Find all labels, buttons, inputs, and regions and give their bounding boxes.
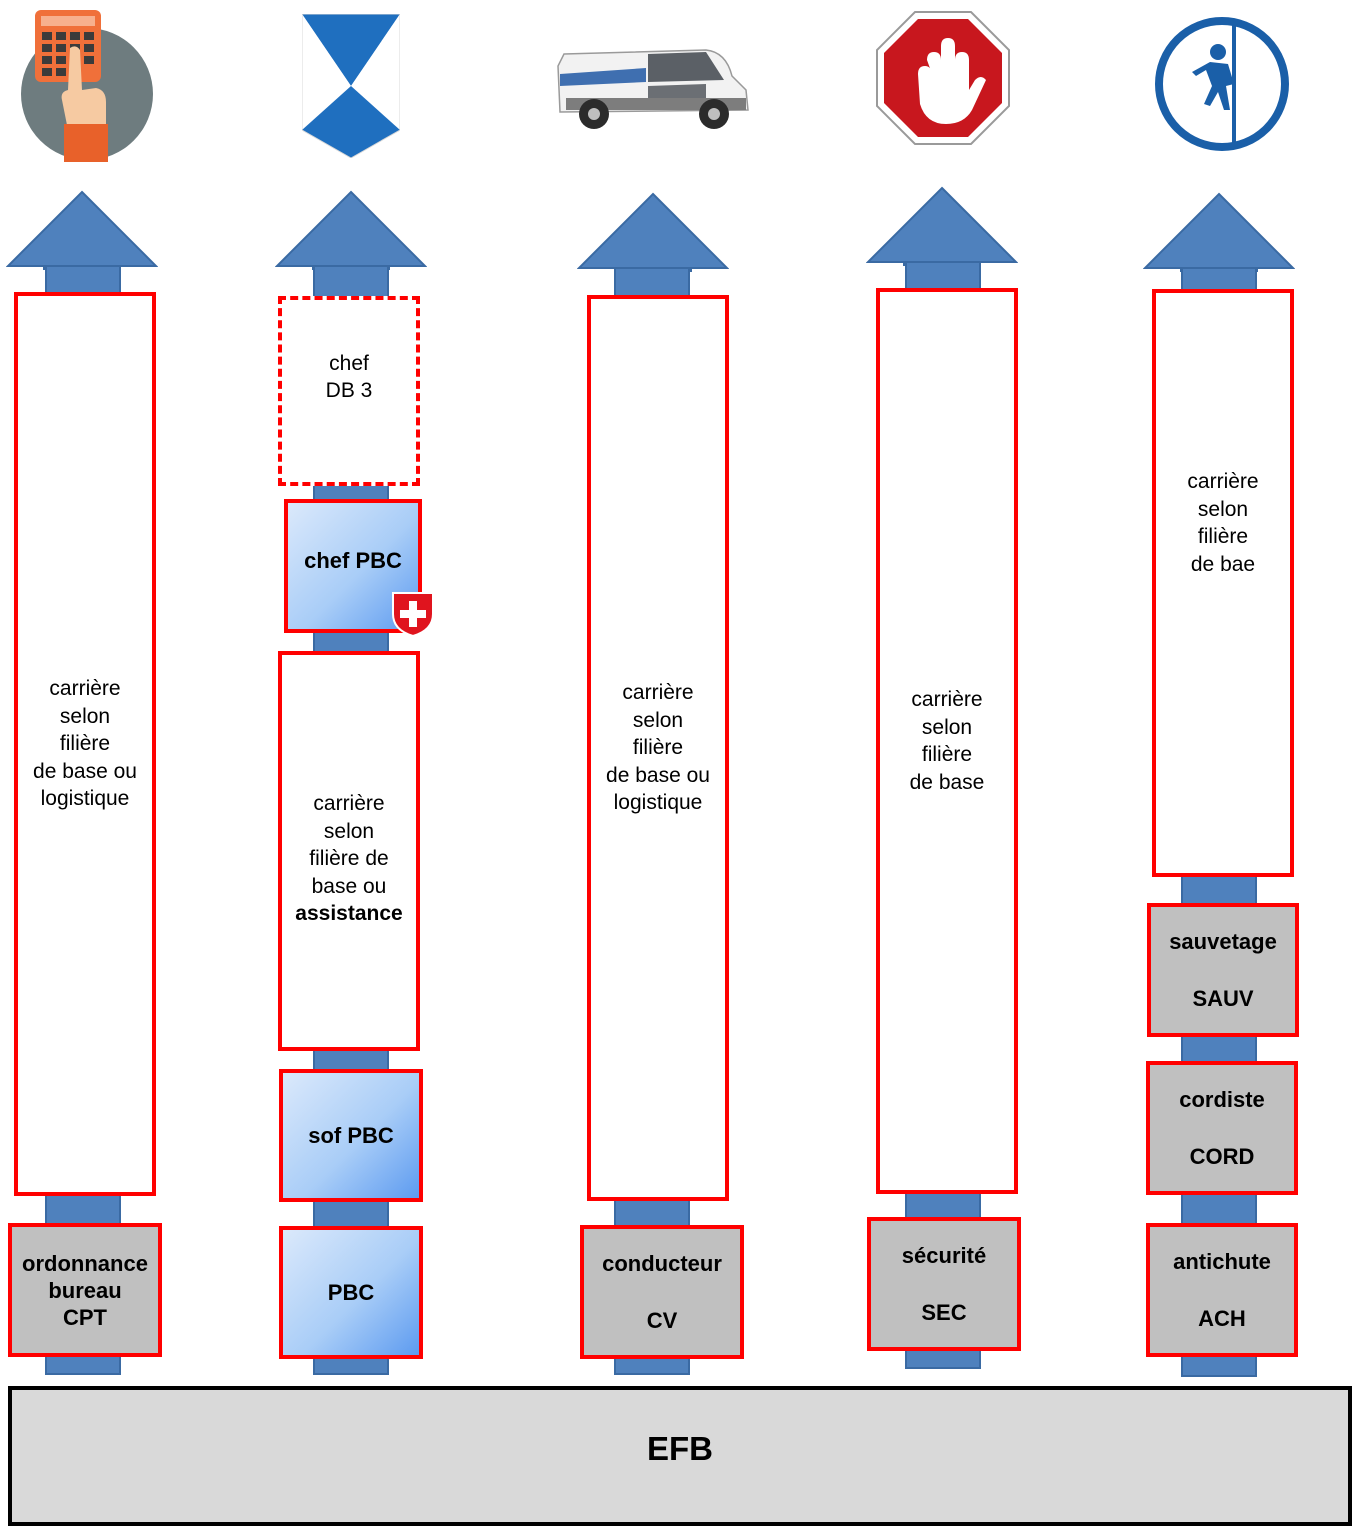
future-chef-db3-box: chef DB 3 — [278, 296, 420, 486]
career-label: carrière selon filière de base — [909, 688, 985, 794]
career-label: carrière selon filière de base ou logist… — [33, 677, 137, 811]
sof-pbc-label: sof PBC — [308, 1123, 394, 1148]
entry-box-sec: sécurité SEC — [867, 1217, 1021, 1351]
efb-label: EFB — [647, 1430, 713, 1467]
calculator-hand-icon — [21, 10, 153, 162]
arrow-head — [6, 190, 158, 270]
career-label-bold: assistance — [295, 902, 403, 926]
entry-box-sauv: sauvetage SAUV — [1147, 903, 1299, 1037]
entry-code: CORD — [1189, 1144, 1255, 1169]
entry-box-cord: cordiste CORD — [1146, 1061, 1298, 1195]
entry-title: sécurité — [901, 1243, 987, 1268]
entry-code: CV — [646, 1308, 678, 1333]
swiss-cross-icon — [392, 592, 434, 638]
arrow-head — [866, 186, 1018, 266]
entry-box-cpt: ordonnance bureau CPT — [8, 1223, 162, 1357]
pbc-label: PBC — [327, 1280, 375, 1305]
entry-box-ach: antichute ACH — [1146, 1223, 1298, 1357]
career-box: carrière selon filière de bae — [1152, 289, 1294, 877]
career-box: carrière selon filière de base — [876, 288, 1018, 1194]
entry-title: antichute — [1173, 1249, 1271, 1274]
career-box: carrière selon filière de base ou logist… — [14, 292, 156, 1196]
entry-box-cv: conducteur CV — [580, 1225, 744, 1359]
entry-title: cordiste — [1179, 1087, 1265, 1112]
arrow-head — [1143, 192, 1295, 272]
arrow-head — [275, 190, 427, 270]
blue-white-coat-of-arms-icon — [302, 14, 400, 158]
efb-base-bar: EFB — [8, 1386, 1352, 1526]
entry-code: CPT — [63, 1304, 107, 1330]
rope-harness-icon — [1155, 17, 1289, 151]
entry-title: ordonnance bureau — [22, 1250, 148, 1303]
career-box: carrière selon filière de base ou assist… — [278, 651, 420, 1051]
future-label: chef DB 3 — [325, 351, 373, 403]
chef-pbc-label: chef PBC — [304, 547, 402, 573]
entry-title: conducteur — [602, 1251, 722, 1276]
pbc-box: PBC — [279, 1226, 423, 1359]
sof-pbc-box: sof PBC — [279, 1069, 423, 1202]
entry-code: SEC — [921, 1300, 967, 1325]
entry-code: ACH — [1198, 1306, 1246, 1331]
career-label: carrière selon filière de base ou logist… — [606, 681, 710, 815]
career-box: carrière selon filière de base ou logist… — [587, 295, 729, 1201]
stop-hand-sign-icon — [876, 11, 1010, 145]
career-label: carrière selon filière de base ou — [309, 792, 389, 898]
entry-code: SAUV — [1192, 986, 1254, 1011]
civil-protection-van-icon — [557, 49, 749, 129]
career-label: carrière selon filière de bae — [1187, 470, 1259, 576]
arrow-head — [577, 192, 729, 272]
entry-title: sauvetage — [1169, 929, 1277, 954]
